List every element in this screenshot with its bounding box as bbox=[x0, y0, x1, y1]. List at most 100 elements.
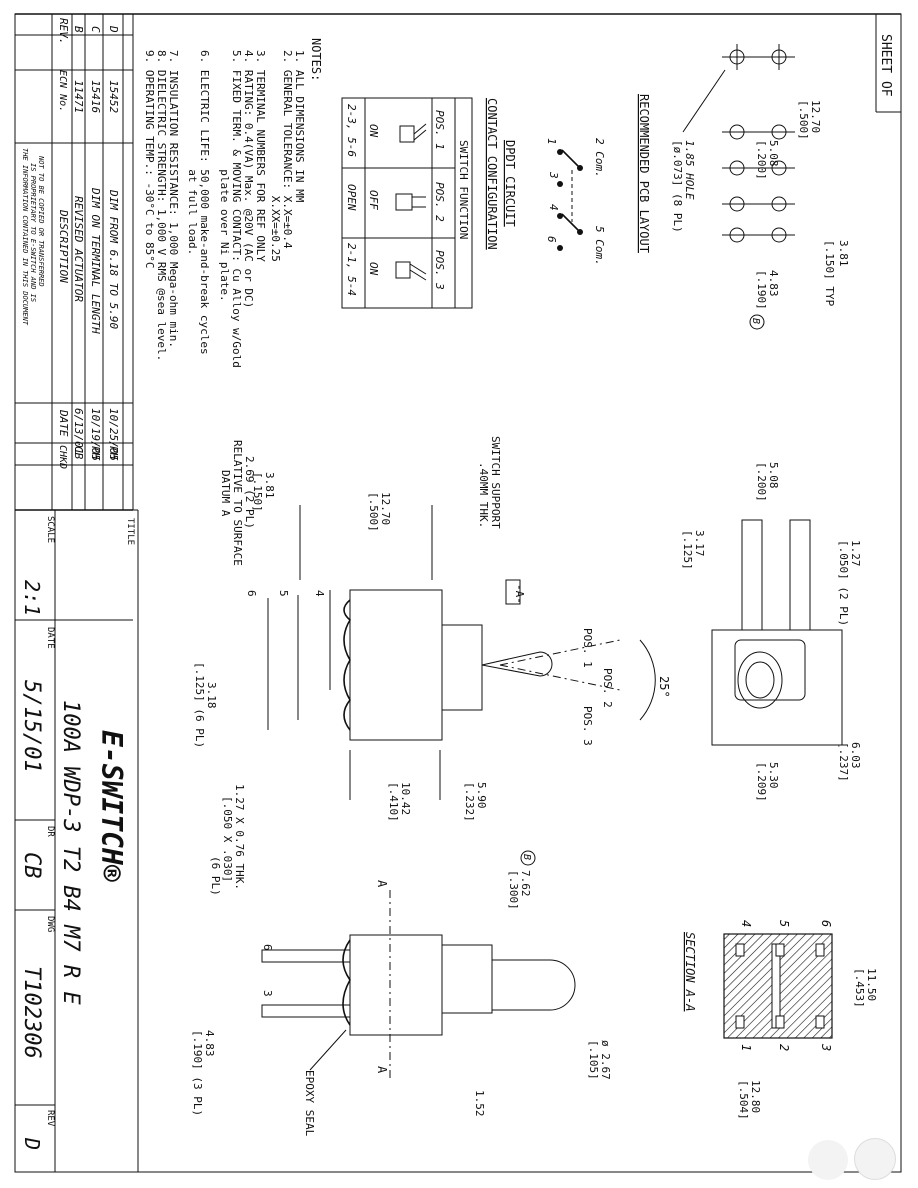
note-line: X.XX=±0.25 bbox=[269, 50, 282, 262]
front-view: 6 3 A A 1.27 X 0.76 THK. [.050 X .030] (… bbox=[191, 784, 612, 1137]
section-title: SECTION A-A bbox=[683, 932, 697, 1011]
rev-description: DIM FROM 6.18 TO 5.90 bbox=[107, 189, 120, 329]
contact-config-title: CONTACT CONFIGURATION bbox=[485, 98, 499, 250]
note-line: 9. OPERATING TEMP.: -30°C to 85°C bbox=[143, 50, 156, 269]
front-dim: ø 2.67 bbox=[599, 1040, 612, 1080]
notes: NOTES: 1. ALL DIMENSIONS IN MM 2. GENERA… bbox=[143, 38, 323, 368]
side-dim: 12.70 bbox=[379, 492, 392, 525]
dwg-label: DWG bbox=[45, 916, 55, 932]
position-contacts: OPEN bbox=[345, 184, 358, 211]
section-pin: 3 bbox=[819, 1043, 833, 1051]
note-line: 4. RATING: 0.4(VA) Max. @20V (AC or DC) bbox=[242, 50, 255, 308]
surface-note: RELATIVE TO SURFACE bbox=[231, 440, 244, 566]
rev-header-chkd: CHKD bbox=[57, 445, 68, 469]
circuit-label: 5 Com. bbox=[593, 226, 606, 266]
position-label: POS. 2 bbox=[433, 182, 446, 222]
terminal-note: 1.27 X 0.76 THK. bbox=[233, 784, 246, 890]
section-dim: 11.50 bbox=[865, 968, 878, 1001]
front-pin-label: 6 bbox=[261, 944, 274, 951]
date-value: 5/15/01 bbox=[19, 680, 44, 773]
dr-value: CB bbox=[19, 852, 44, 879]
rev-header-rev: REV. bbox=[57, 18, 70, 45]
switch-function-table: CONTACT CONFIGURATION SWITCH FUNCTION PO… bbox=[341, 97, 499, 309]
position-contacts: 2-3, 5-6 bbox=[345, 104, 358, 157]
pcb-dim: [.150] TYP bbox=[823, 240, 836, 307]
title-label: TITLE bbox=[125, 518, 135, 545]
top-dim: [.050] (2 PL) bbox=[837, 540, 850, 626]
rev-chkd: CB bbox=[72, 446, 85, 460]
pcb-hole-grid bbox=[722, 44, 795, 243]
toggle-off-icon bbox=[395, 193, 426, 211]
dpdt-circuit: DPDT CIRCUIT 2 Com. 5 Com. 1 3 4 6 bbox=[503, 138, 606, 266]
revision-row: B 11471 REVISED ACTUATOR 6/13/01 CB bbox=[72, 26, 85, 460]
top-dim: 1.27 bbox=[849, 540, 862, 567]
pcb-rev-mark: B bbox=[750, 318, 761, 324]
front-dim: 7.62 bbox=[519, 870, 532, 897]
pcb-dim: 12.70 bbox=[809, 100, 822, 133]
rev-header-date: DATE bbox=[57, 409, 70, 437]
position-state: ON bbox=[367, 124, 380, 138]
front-dim: 1.52 bbox=[473, 1090, 486, 1117]
note-line: 5. FIXED TERM. & MOVING CONTACT: Cu Allo… bbox=[230, 50, 243, 368]
surface-note: 2.69 (2 PL) bbox=[243, 456, 256, 529]
terminal-note: (6 PL) bbox=[209, 856, 222, 896]
rev-description: DIM ON TERMINAL LENGTH bbox=[89, 187, 102, 334]
side-view: 6 5 4 SWITCH SUPPORT .40MM THK. -A- 2.69… bbox=[193, 436, 671, 822]
section-mark: A bbox=[375, 1066, 389, 1074]
section-a-a: SECTION A-A 4 5 6 1 2 3 11.50 [.453] 12.… bbox=[683, 920, 878, 1120]
rev-ecn: 15452 bbox=[107, 80, 120, 113]
top-dim: [.125] bbox=[681, 530, 694, 570]
circuit-label: 6 bbox=[545, 236, 558, 243]
front-dim: [.190] (3 PL) bbox=[191, 1030, 204, 1116]
note-line: 1. ALL DIMENSIONS IN MM bbox=[293, 50, 306, 203]
scale-label: SCALE bbox=[45, 516, 55, 543]
top-view: 5.08 [.200] 3.17 [.125] 1.27 [.050] (2 P… bbox=[681, 462, 862, 802]
switch-function-header: SWITCH FUNCTION bbox=[457, 140, 470, 239]
side-dim: 10.42 bbox=[399, 782, 412, 815]
pcb-hole-note: [ø.073] (8 PL) bbox=[671, 140, 684, 233]
circuit-label: 1 bbox=[545, 138, 558, 145]
viewer-logo-icon bbox=[808, 1140, 848, 1180]
top-dim: 5.30 bbox=[767, 762, 780, 789]
support-label: .40MM THK. bbox=[477, 462, 490, 528]
top-dim: [.237] bbox=[837, 742, 850, 782]
section-pin: 2 bbox=[777, 1044, 791, 1051]
front-pin-label: 3 bbox=[261, 990, 274, 997]
side-dim: 3.18 bbox=[205, 682, 218, 709]
top-dim: 6.03 bbox=[849, 742, 862, 769]
section-pin: 1 bbox=[739, 1044, 753, 1051]
note-line: 3. TERMINAL NUMBERS FOR REF ONLY bbox=[254, 50, 267, 262]
section-pin: 5 bbox=[777, 920, 791, 927]
rev-date: 10/25/05 bbox=[107, 408, 120, 461]
section-pin: 6 bbox=[819, 920, 833, 927]
date-label: DATE bbox=[45, 627, 55, 649]
pcb-hole-note: 1.85 HOLE bbox=[683, 140, 696, 200]
terminal-note: [.050 X .030] bbox=[221, 796, 234, 882]
position-label: POS. 1 bbox=[433, 110, 446, 150]
toggle-on-icon bbox=[395, 261, 427, 281]
drawing-title: 100A WDP-3 T2 B4 M7 R E bbox=[58, 700, 83, 1005]
pcb-dim: [.500] bbox=[797, 100, 810, 140]
proprietary-line: IS PROPRIETARY TO E-SWITCH AND IS bbox=[29, 163, 37, 302]
circuit-label: 3 bbox=[547, 171, 560, 179]
front-dim: 4.83 bbox=[203, 1030, 216, 1057]
rev-header-desc: DESCRIPTION bbox=[57, 209, 70, 283]
position-callout: POS. 1 bbox=[581, 628, 594, 668]
note-line: 7. INSULATION RESISTANCE: 1,000 Mega-ohm… bbox=[167, 50, 180, 348]
rev-letter: B bbox=[72, 26, 85, 33]
rev-label: REV bbox=[45, 1110, 55, 1127]
surface-note: DATUM A bbox=[219, 470, 232, 517]
front-rev-mark: B bbox=[521, 854, 532, 860]
rev-letter: D bbox=[107, 25, 120, 33]
side-dim: [.150] bbox=[251, 472, 264, 512]
side-dim: 3.81 bbox=[263, 472, 276, 499]
section-dim: [.504] bbox=[737, 1080, 750, 1120]
dpdt-title: DPDT CIRCUIT bbox=[503, 140, 517, 227]
circuit-label: 2 Com. bbox=[593, 138, 606, 178]
sheet-of-tab: SHEET OF bbox=[875, 14, 901, 113]
e-switch-logo: E-SWITCH® bbox=[95, 730, 128, 882]
next-page-button[interactable] bbox=[854, 1138, 896, 1180]
rev-date: 6/13/01 bbox=[72, 408, 85, 454]
rev-value: D bbox=[20, 1137, 44, 1150]
